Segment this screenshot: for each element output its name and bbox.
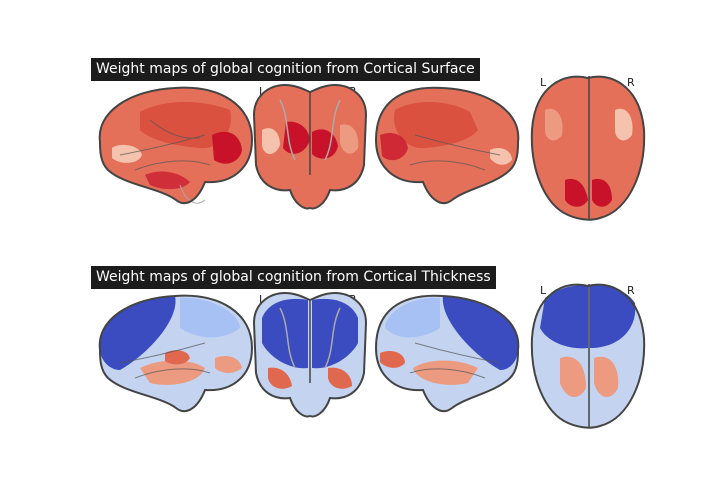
coronal-left-label: L: [259, 293, 266, 306]
coronal-left-label: L: [259, 85, 266, 98]
left-sagittal-view: [98, 86, 254, 205]
axial-right-label: R: [627, 284, 635, 297]
right-sagittal-view: [374, 294, 520, 413]
surface-weight-map-panel: Weight maps of global cognition from Cor…: [0, 50, 720, 250]
left-sagittal-view: [98, 294, 254, 413]
axial-view: [530, 75, 646, 221]
axial-right-label: R: [627, 76, 635, 89]
axial-left-label: L: [540, 76, 547, 89]
coronal-view: [252, 83, 368, 210]
panel-title: Weight maps of global cognition from Cor…: [91, 58, 480, 81]
glass-brain-views: [98, 75, 646, 221]
glass-brain-views: [98, 283, 646, 429]
thickness-weight-map-panel: Weight maps of global cognition from Cor…: [0, 258, 720, 458]
right-sagittal-view: [374, 86, 520, 205]
coronal-view: [252, 291, 368, 418]
axial-left-label: L: [540, 284, 547, 297]
panel-title: Weight maps of global cognition from Cor…: [91, 266, 496, 289]
axial-view: [530, 283, 646, 429]
